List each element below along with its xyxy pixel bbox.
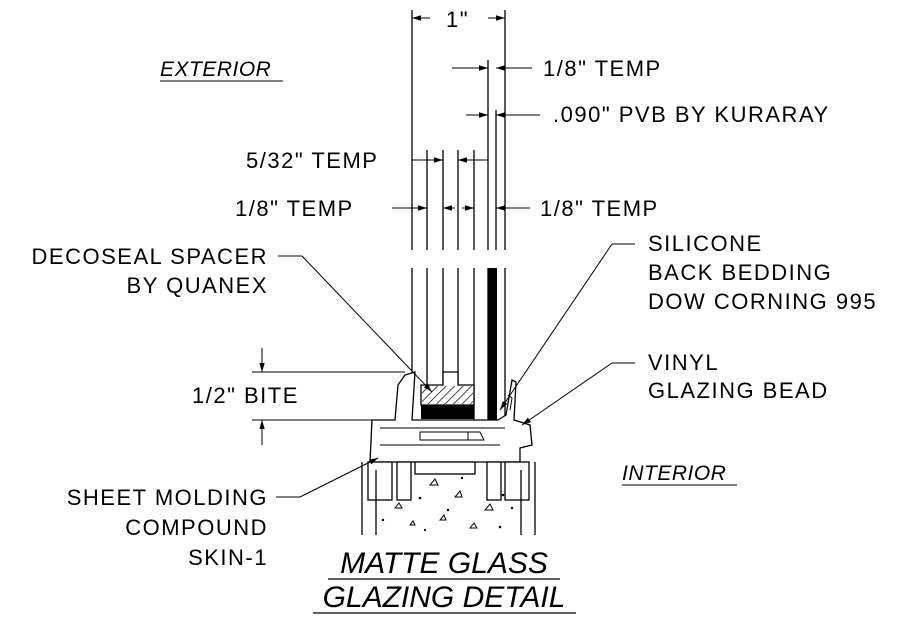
outer-lite-label: 1/8" TEMP bbox=[543, 56, 662, 81]
glass-lites bbox=[405, 10, 513, 420]
exterior-label: EXTERIOR bbox=[160, 58, 271, 81]
bead-label-line2: GLAZING BEAD bbox=[648, 378, 829, 403]
dimension-lines bbox=[252, 15, 540, 445]
molding-label-line2: COMPOUND bbox=[125, 515, 268, 540]
spacer-label-line2: BY QUANEX bbox=[127, 273, 268, 298]
frame-section bbox=[367, 371, 533, 501]
interior-label: INTERIOR bbox=[622, 462, 726, 485]
title-line1: MATTE GLASS bbox=[340, 547, 548, 580]
inner-lite-left-label: 1/8" TEMP bbox=[235, 196, 354, 221]
leader-lines bbox=[276, 243, 635, 498]
bite-label: 1/2" BITE bbox=[192, 383, 299, 408]
spacer-label-line1: DECOSEAL SPACER bbox=[32, 244, 268, 269]
overall-width-label: 1" bbox=[446, 7, 469, 32]
decoseal-spacer bbox=[420, 371, 475, 419]
silicone-label-line2: BACK BEDDING bbox=[648, 260, 832, 285]
molding-label-line3: SKIN-1 bbox=[188, 545, 268, 570]
silicone-label-line3: DOW CORNING 995 bbox=[648, 289, 877, 314]
sheet-molding-compound bbox=[361, 462, 536, 535]
interlayer-label: .090" PVB BY KURARAY bbox=[553, 102, 830, 127]
title-line2: GLAZING DETAIL bbox=[323, 581, 566, 614]
silicone-label-line1: SILICONE bbox=[648, 231, 763, 256]
inner-lite-right-label: 1/8" TEMP bbox=[540, 196, 659, 221]
molding-label-line1: SHEET MOLDING bbox=[67, 485, 268, 510]
bead-label-line1: VINYL bbox=[648, 350, 719, 375]
airspace-label: 5/32" TEMP bbox=[246, 148, 378, 173]
